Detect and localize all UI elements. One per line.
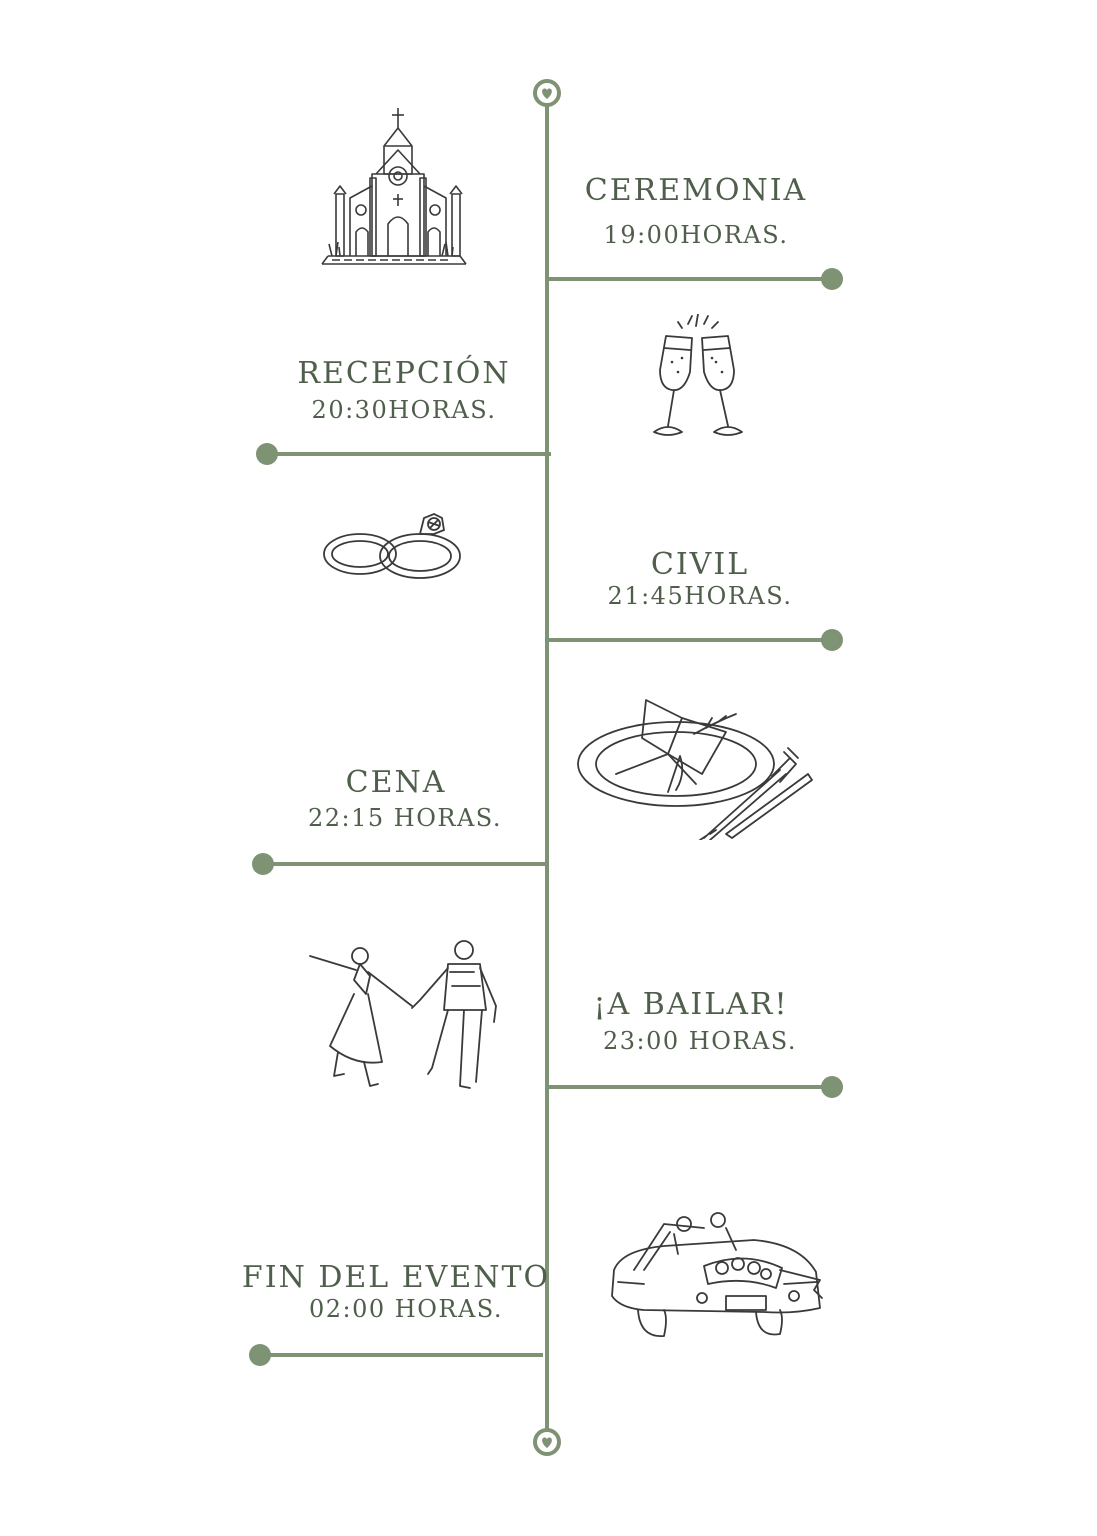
event-time: 22:15 HORAS. bbox=[307, 804, 503, 832]
event-time: 23:00 HORAS. bbox=[602, 1027, 798, 1055]
heart-icon bbox=[542, 1437, 552, 1448]
church-icon bbox=[321, 108, 467, 265]
heart-icon bbox=[542, 88, 552, 99]
event-title: FIN DEL EVENTO bbox=[241, 1260, 551, 1295]
event-title: CIVIL bbox=[650, 547, 750, 582]
event-title: CENA bbox=[345, 765, 447, 800]
wedding-car-icon bbox=[611, 1212, 823, 1337]
dinner-plate-icon bbox=[577, 699, 813, 840]
champagne-toast-icon bbox=[653, 314, 743, 436]
event-title: RECEPCIÓN bbox=[297, 356, 511, 391]
wedding-rings-icon bbox=[323, 513, 461, 579]
event-title: ¡A BAILAR! bbox=[593, 987, 789, 1022]
timeline-node bbox=[256, 443, 278, 465]
timeline-node bbox=[249, 1344, 271, 1366]
event-time: 20:30HORAS. bbox=[311, 396, 497, 424]
timeline-node bbox=[821, 629, 843, 651]
timeline-node bbox=[252, 853, 274, 875]
timeline-cap-top bbox=[533, 79, 561, 107]
event-time: 21:45HORAS. bbox=[607, 582, 793, 610]
timeline-node bbox=[821, 268, 843, 290]
event-time: 02:00 HORAS. bbox=[308, 1295, 504, 1323]
event-time: 19:00HORAS. bbox=[603, 221, 789, 249]
event-title: CEREMONIA bbox=[584, 173, 808, 208]
timeline-node bbox=[821, 1076, 843, 1098]
timeline-cap-bottom bbox=[533, 1428, 561, 1456]
dancing-couple-icon bbox=[309, 940, 497, 1089]
